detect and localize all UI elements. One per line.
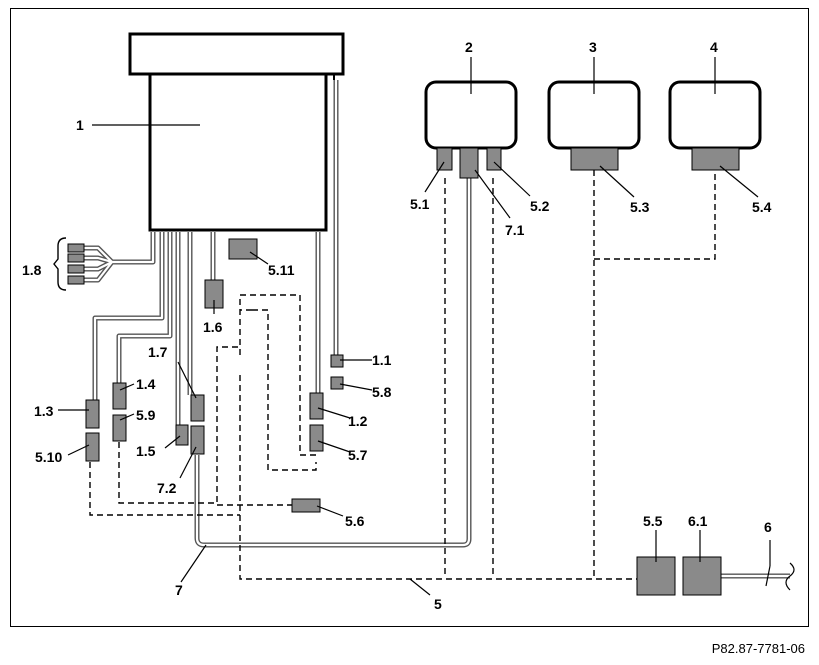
connector-1-3 [85, 399, 100, 429]
connectors [53, 147, 740, 596]
connector-1-7 [190, 394, 205, 422]
labels: 1 2 3 4 5.1 5.2 7.1 5.3 5.4 1.8 5.11 1.6… [22, 39, 772, 612]
label-1: 1 [76, 117, 84, 133]
label-7-2: 7.2 [157, 480, 177, 496]
connector-5-3 [570, 147, 619, 171]
connector-1-4 [112, 382, 127, 410]
connector-5-4 [691, 147, 740, 171]
label-5-2: 5.2 [530, 198, 550, 214]
label-5-7: 5.7 [348, 447, 368, 463]
label-1-3: 1.3 [34, 403, 54, 419]
connector-5-1 [436, 147, 453, 171]
leader-lines [58, 57, 771, 596]
label-1-7: 1.7 [148, 344, 168, 360]
label-5-9: 5.9 [136, 407, 156, 423]
connector-5-10 [85, 432, 100, 462]
label-5-1: 5.1 [410, 196, 430, 212]
cable-harness [82, 80, 795, 591]
connector-5-11 [228, 238, 258, 260]
label-6-1: 6.1 [688, 513, 708, 529]
label-5-10: 5.10 [35, 449, 62, 465]
label-1-2: 1.2 [348, 413, 368, 429]
connector-5-5 [636, 556, 676, 596]
label-5-8: 5.8 [372, 384, 392, 400]
label-5-4: 5.4 [752, 199, 772, 215]
label-5-6: 5.6 [345, 513, 365, 529]
label-1-6: 1.6 [203, 319, 223, 335]
label-5: 5 [434, 596, 442, 612]
connector-1-5 [175, 424, 189, 446]
connector-7-1 [459, 147, 479, 179]
label-6: 6 [764, 519, 772, 535]
label-3: 3 [589, 39, 597, 55]
connector-6-1 [682, 556, 722, 596]
diagram-frame [10, 8, 809, 627]
connector-1-1 [330, 354, 344, 368]
label-1-5: 1.5 [136, 443, 156, 459]
label-5-3: 5.3 [630, 199, 650, 215]
label-4: 4 [710, 39, 718, 55]
label-7: 7 [175, 582, 183, 598]
label-5-11: 5.11 [268, 262, 295, 278]
label-7-1: 7.1 [505, 222, 525, 238]
reference-code: P82.87-7781-06 [711, 641, 805, 656]
connector-5-9 [112, 414, 127, 442]
label-5-5: 5.5 [643, 513, 663, 529]
connector-5-8 [330, 376, 344, 390]
connector-7-2 [190, 425, 205, 455]
label-1-8: 1.8 [22, 262, 42, 278]
main-unit [128, 32, 345, 232]
connector-5-7 [309, 424, 324, 452]
connector-5-6 [291, 498, 321, 513]
bus-lines [89, 170, 716, 580]
label-1-1: 1.1 [372, 352, 392, 368]
label-1-4: 1.4 [136, 376, 156, 392]
label-2: 2 [465, 39, 473, 55]
connector-1-2 [309, 392, 324, 420]
